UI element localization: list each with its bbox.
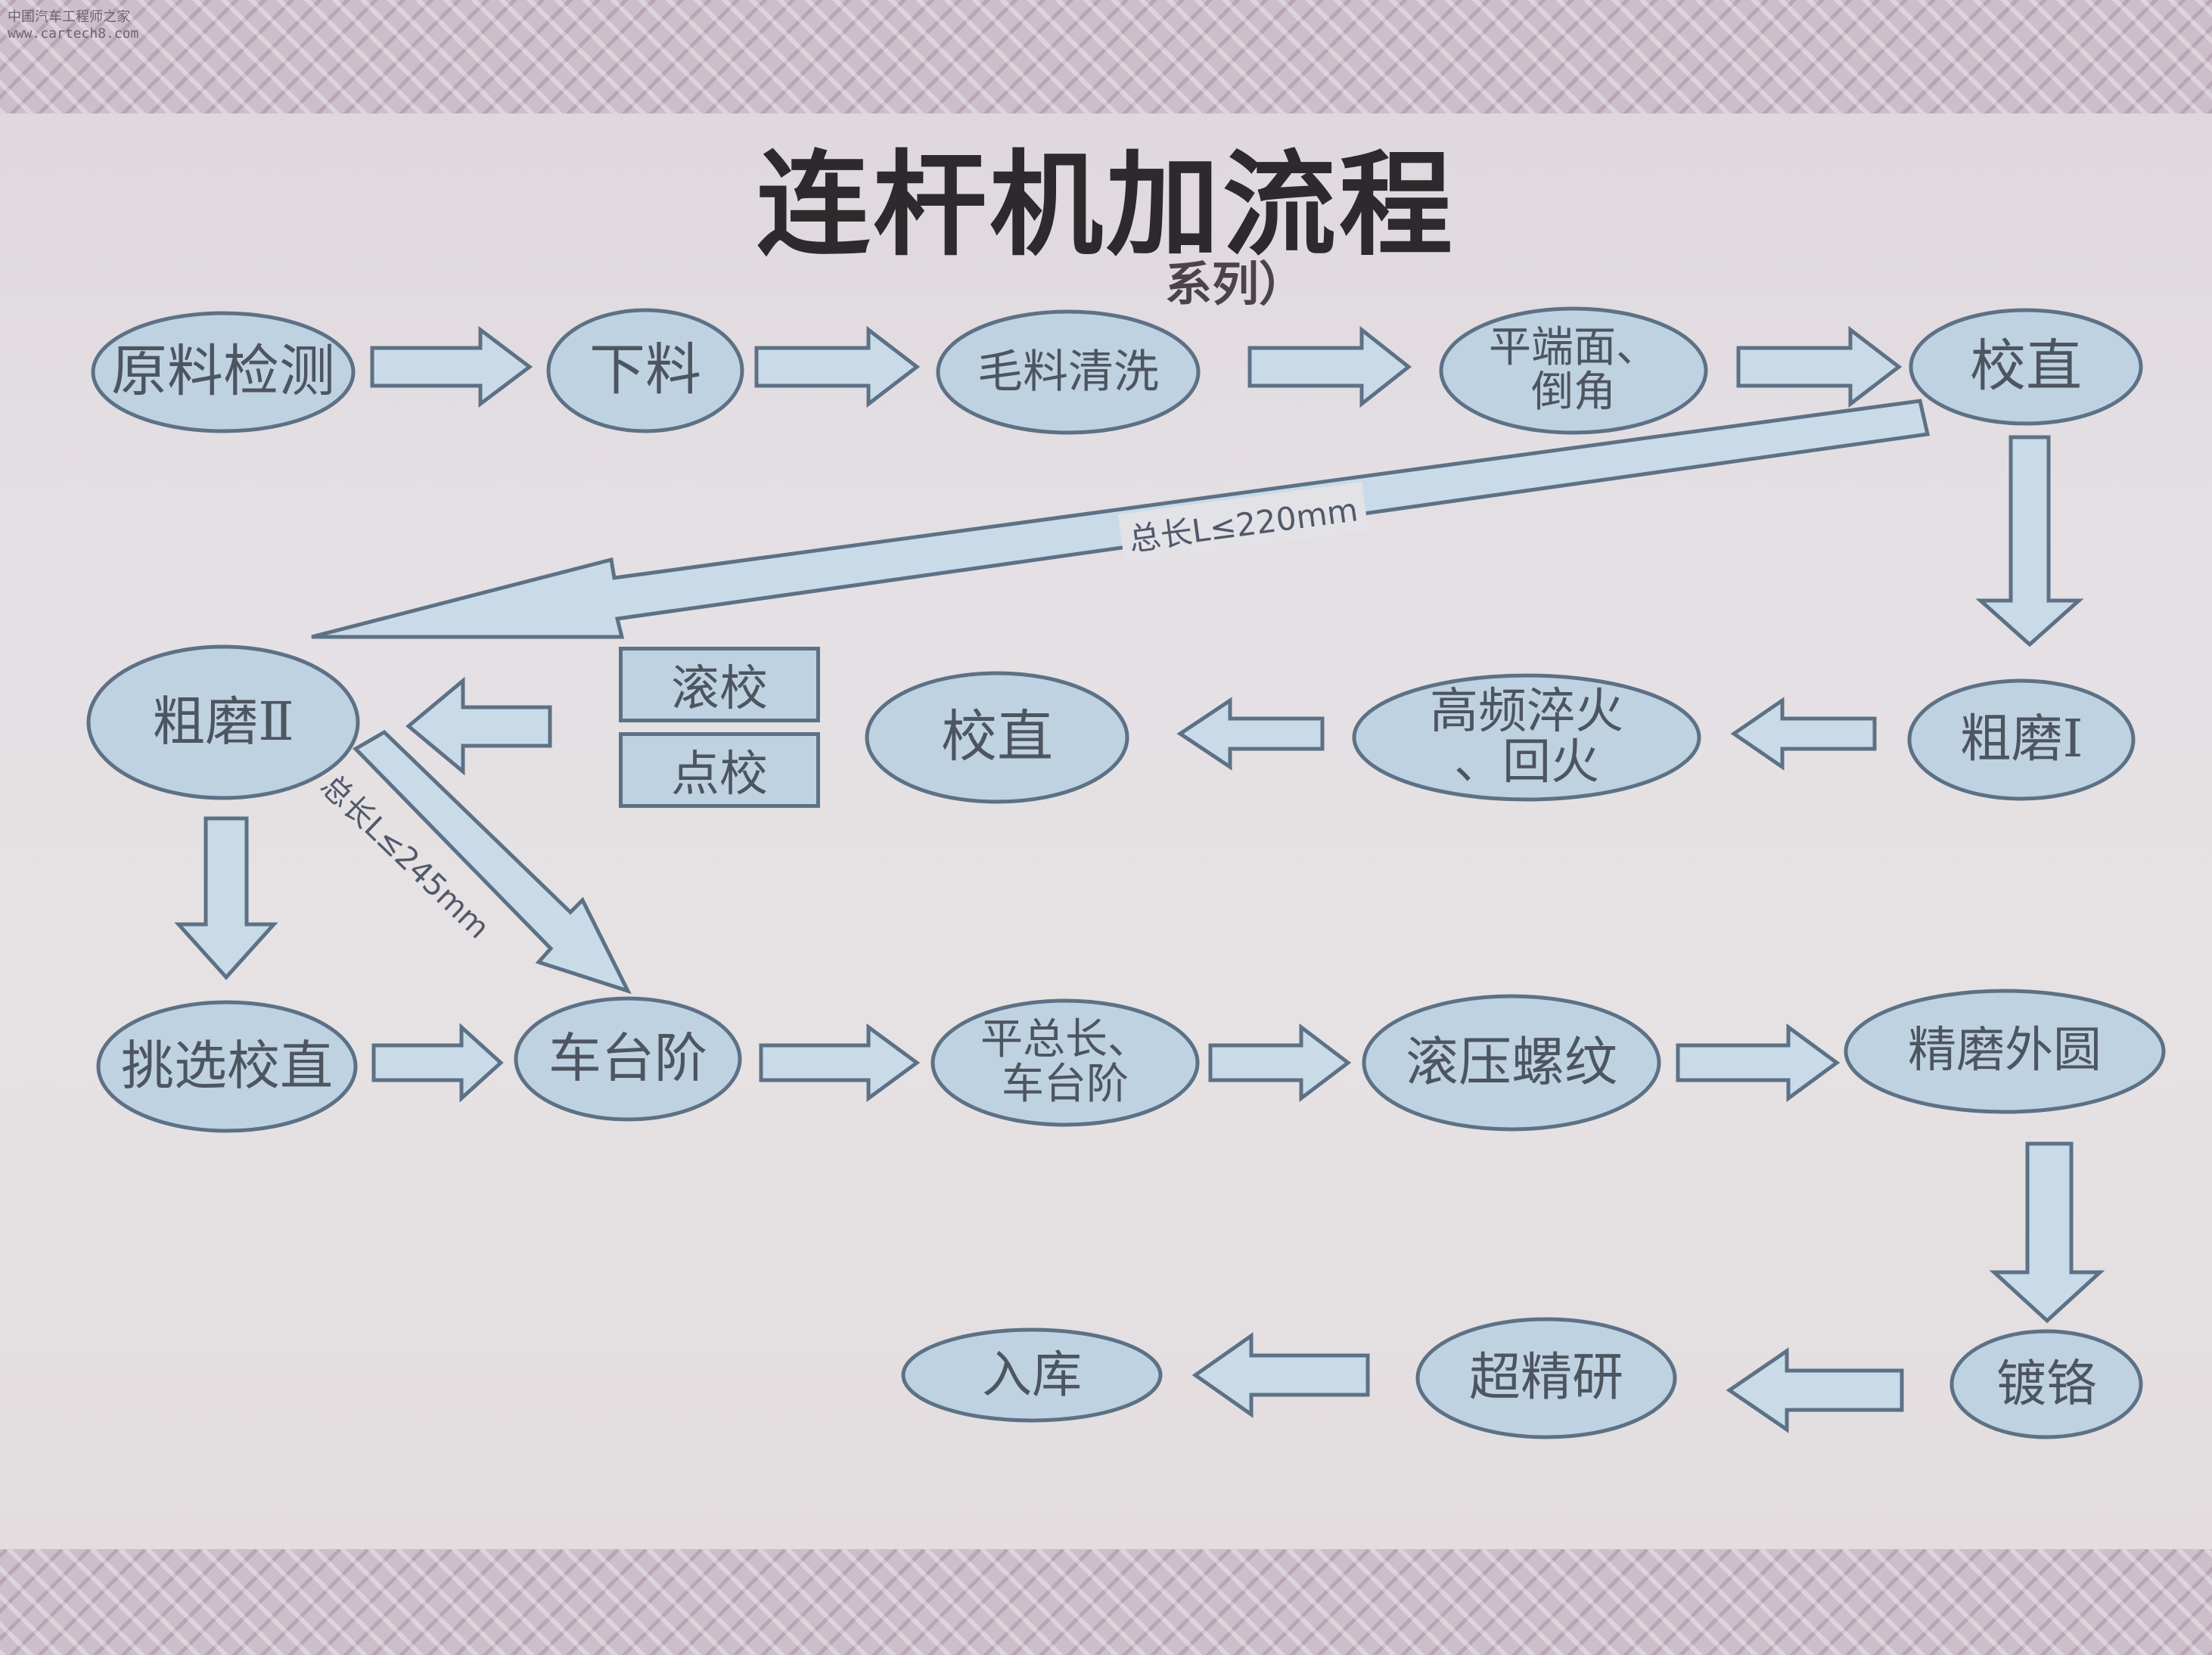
node-face-length-turn-step: 平总长、 车台阶 [980, 1015, 1150, 1109]
node-superfinishing: 超精研 [1468, 1348, 1623, 1408]
node-blank-cleaning: 毛料清洗 [977, 345, 1159, 399]
arrow-n13-n14 [1676, 1023, 1841, 1102]
arrow-n14-n15 [1989, 1141, 2105, 1324]
node-finish-grind-od: 精磨外圆 [1908, 1023, 2102, 1079]
node-n9-shape [86, 644, 360, 800]
arrow-n15-n16 [1726, 1347, 1904, 1433]
arrow-n2-n3 [754, 325, 921, 408]
arrow-n10-n11 [371, 1023, 504, 1103]
node-face-chamfer: 平端面、 倒角 [1489, 323, 1658, 417]
node-n3-shape [936, 309, 1201, 435]
node-straighten-1: 校直 [1970, 334, 2082, 399]
node-n7-shape [1352, 673, 1701, 802]
arrow-n9-n10 [174, 816, 278, 980]
node-n8-shape [865, 671, 1129, 804]
node-n5-shape [1909, 308, 2143, 426]
arrow-n4-n5 [1736, 325, 1903, 408]
arrow-n9-n11 [352, 729, 632, 995]
node-select-straighten: 挑选校直 [121, 1035, 333, 1098]
node-induction-hardening: 高频淬火 、回火 [1430, 683, 1623, 790]
node-n11-shape [514, 996, 742, 1122]
arrow-n16-n17 [1191, 1332, 1370, 1418]
node-turn-step: 车台阶 [548, 1027, 707, 1090]
arrow-n6-n7 [1730, 697, 1877, 771]
node-n12-shape [930, 998, 1200, 1127]
node-rough-grind-1: 粗磨Ⅰ [1959, 710, 2083, 770]
node-n6-shape [1907, 678, 2136, 801]
arrow-n7-n8 [1176, 697, 1325, 771]
node-n1-shape [91, 311, 356, 433]
box-point-straighten: 点校 [619, 732, 820, 808]
node-straighten-2: 校直 [941, 704, 1053, 770]
node-n16-shape [1415, 1317, 1677, 1439]
node-raw-material-inspection: 原料检测 [111, 339, 335, 405]
node-n13-shape [1362, 994, 1661, 1132]
arrow-n1-n2 [370, 325, 533, 408]
node-warehousing: 入库 [982, 1346, 1082, 1405]
node-thread-rolling: 滚压螺纹 [1406, 1031, 1617, 1094]
bottom-pattern-band [0, 1549, 2212, 1655]
arrow-n11-n12 [759, 1023, 921, 1102]
node-n10-shape [96, 1000, 358, 1133]
arrow-n12-n13 [1208, 1023, 1352, 1103]
watermark: 中国汽车工程师之家 www.cartech8.com [8, 9, 139, 42]
page-title: 连杆机加流程 [756, 138, 1456, 272]
page-subtitle: 系列） [1165, 256, 1306, 312]
node-n17-shape [901, 1327, 1163, 1423]
node-rough-grind-2: 粗磨Ⅱ [152, 691, 294, 753]
arrow-n5-n6 [1975, 435, 2084, 647]
arrow-n3-n4 [1247, 325, 1412, 408]
node-n14-shape [1844, 989, 2166, 1114]
node-n2-shape [546, 308, 744, 433]
node-n15-shape [1949, 1329, 2143, 1439]
node-n4-shape [1439, 306, 1708, 435]
box-roll-straighten: 滚校 [619, 647, 820, 722]
arrow-boxes-n9 [405, 676, 552, 776]
node-chrome-plating: 镀铬 [1996, 1355, 2096, 1414]
node-blanking: 下料 [589, 337, 701, 403]
top-pattern-band [0, 0, 2212, 113]
